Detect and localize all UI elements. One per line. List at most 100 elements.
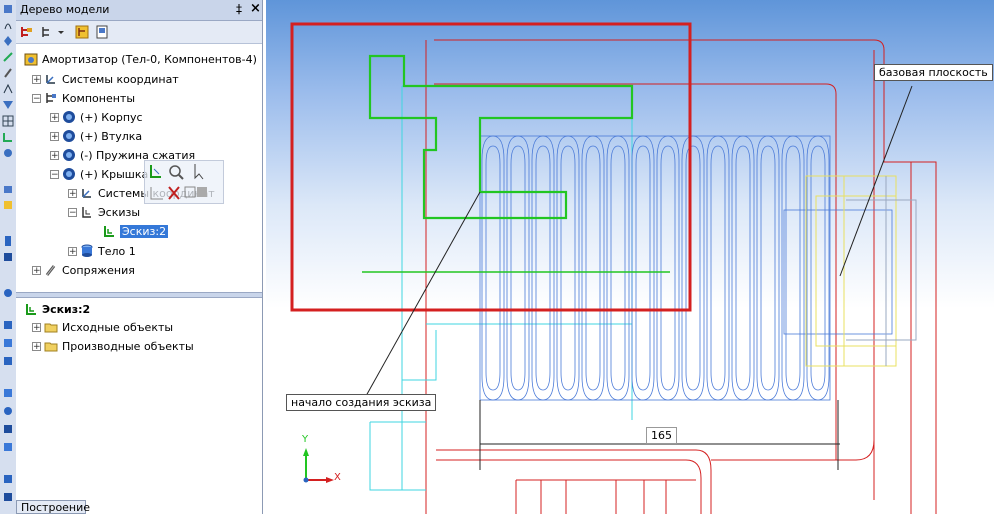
spring-coil: [556, 135, 580, 401]
tree-item-label: Амортизатор (Тел-0, Компонентов-4): [42, 52, 257, 66]
axis-tool-icon[interactable]: [1, 130, 15, 144]
coordinate-system-icon: [82, 189, 91, 198]
expand-icon[interactable]: +: [32, 265, 41, 276]
left-toolbar: [0, 0, 17, 514]
tree-item-components[interactable]: − Компоненты: [32, 89, 135, 107]
details-item-source[interactable]: + Исходные объекты: [32, 318, 173, 336]
tool-icon[interactable]: [1, 440, 15, 454]
expand-icon[interactable]: +: [68, 246, 77, 257]
panel-header: Дерево модели ‡ ×: [16, 0, 262, 21]
spring-coil-inner: [810, 145, 826, 391]
tool-icon[interactable]: [1, 318, 15, 332]
curve-tool-icon[interactable]: [1, 18, 15, 32]
tree-item-sketch-2[interactable]: Эскиз:2: [102, 222, 169, 240]
collapse-icon[interactable]: −: [68, 207, 77, 218]
dimension-label[interactable]: 165: [646, 427, 677, 444]
tab-construction[interactable]: Построение: [16, 500, 90, 514]
settings-icon: [184, 186, 207, 198]
tree-item-coord-systems[interactable]: + Системы координат: [32, 70, 179, 88]
tree-item-mates[interactable]: + Сопряжения: [32, 261, 135, 279]
panel-title: Дерево модели: [20, 3, 110, 16]
spring-coil: [481, 135, 505, 401]
tree-item-spring[interactable]: + (-) Пружина сжатия: [50, 146, 195, 164]
coordinate-system-icon: [46, 75, 55, 84]
leader-line-base-plane: [839, 85, 913, 277]
tool-icon[interactable]: [1, 336, 15, 350]
axis-x-label: X: [334, 472, 341, 483]
model-tree: Амортизатор (Тел-0, Компонентов-4) + Сис…: [16, 46, 262, 286]
tool-icon[interactable]: [1, 472, 15, 486]
spring-coil: [531, 135, 555, 401]
tool-icon[interactable]: [1, 422, 15, 436]
tree-item-body[interactable]: + Тело 1: [68, 242, 136, 260]
revolve-tool-icon[interactable]: [1, 198, 15, 212]
assembly-icon: [24, 53, 38, 66]
tool-icon[interactable]: [1, 354, 15, 368]
axis-triad: [303, 448, 334, 483]
close-icon[interactable]: ×: [250, 1, 261, 16]
tree-item-label: Компоненты: [62, 91, 136, 105]
spring-coil: [606, 135, 630, 401]
expand-icon[interactable]: +: [50, 131, 59, 142]
tree-item-root[interactable]: Амортизатор (Тел-0, Компонентов-4): [24, 50, 257, 68]
tree-item-vtulka[interactable]: + (+) Втулка: [50, 127, 142, 145]
spring-coil-inner: [710, 145, 726, 391]
tool-icon[interactable]: [1, 490, 15, 504]
tree-item-label: Системы координат: [62, 72, 179, 86]
expand-icon[interactable]: +: [32, 74, 41, 85]
model-tree-panel: Дерево модели ‡ × Амортизатор (Тел-0, Ко…: [16, 0, 263, 514]
pin-icon[interactable]: ‡: [236, 2, 242, 16]
collapse-icon[interactable]: −: [50, 169, 59, 180]
filter-tool-icon[interactable]: [1, 98, 15, 112]
collapse-icon[interactable]: −: [32, 93, 41, 104]
pin-structure-icon[interactable]: [74, 24, 90, 40]
part-icon: [63, 111, 75, 123]
document-icon[interactable]: [94, 24, 110, 40]
tool-icon[interactable]: [1, 404, 15, 418]
folder-icon: [44, 323, 58, 333]
expand-icon[interactable]: +: [32, 322, 41, 333]
rotate-tool-icon[interactable]: [1, 50, 15, 64]
extrude-tool-icon[interactable]: [1, 182, 15, 196]
move-tool-icon[interactable]: [1, 34, 15, 48]
clip-tool-icon[interactable]: [1, 66, 15, 80]
zoom-icon: [169, 165, 184, 180]
spring-coil: [631, 135, 655, 401]
tree-item-label-selected: Эскиз:2: [120, 224, 169, 238]
cyan-outlines: [369, 85, 633, 491]
spring-coil: [656, 135, 680, 401]
tree-mode-dropdown[interactable]: [40, 24, 66, 40]
details-title-row[interactable]: Эскиз:2: [24, 300, 90, 318]
tree-item-label: (+) Втулка: [80, 129, 143, 143]
expand-icon[interactable]: +: [50, 112, 59, 123]
tree-item-label: Эскизы: [98, 205, 141, 219]
cut-tool-icon[interactable]: [1, 234, 15, 248]
tree-item-label: Тело 1: [98, 244, 136, 258]
tree-item-korpus[interactable]: + (+) Корпус: [50, 108, 143, 126]
details-item-derived[interactable]: + Производные объекты: [32, 337, 194, 355]
assembly-tool-icon[interactable]: [1, 286, 15, 300]
viewport-3d[interactable]: базовая плоскость начало создания эскиза…: [266, 0, 994, 514]
expand-icon[interactable]: +: [32, 341, 41, 352]
grid-tool-icon[interactable]: [1, 114, 15, 128]
hand-tool-icon[interactable]: [1, 146, 15, 160]
tree-view-icon[interactable]: [19, 24, 35, 40]
expand-icon[interactable]: +: [50, 150, 59, 161]
tree-item-sketches[interactable]: − Эскизы: [68, 203, 140, 221]
panel-splitter[interactable]: [16, 292, 262, 298]
spring-coil-inner: [760, 145, 776, 391]
details-item-label: Производные объекты: [62, 339, 194, 353]
select-tool-icon[interactable]: [1, 2, 15, 16]
angle-tool-icon[interactable]: [1, 82, 15, 96]
sketch-icon: [104, 226, 114, 237]
axis-y-label: Y: [302, 434, 309, 445]
tree-item-label: Сопряжения: [62, 263, 135, 277]
shell-tool-icon[interactable]: [1, 250, 15, 264]
expand-icon[interactable]: +: [68, 188, 77, 199]
housing-outline: [425, 39, 937, 514]
callout-sketch-start: начало создания эскиза: [286, 394, 437, 411]
tool-icon[interactable]: [1, 386, 15, 400]
tree-item-kryshka[interactable]: − (+) Крышка: [50, 165, 148, 183]
spring-frame: [479, 135, 893, 401]
details-tree: Эскиз:2 + Исходные объекты + Производные…: [16, 298, 262, 498]
